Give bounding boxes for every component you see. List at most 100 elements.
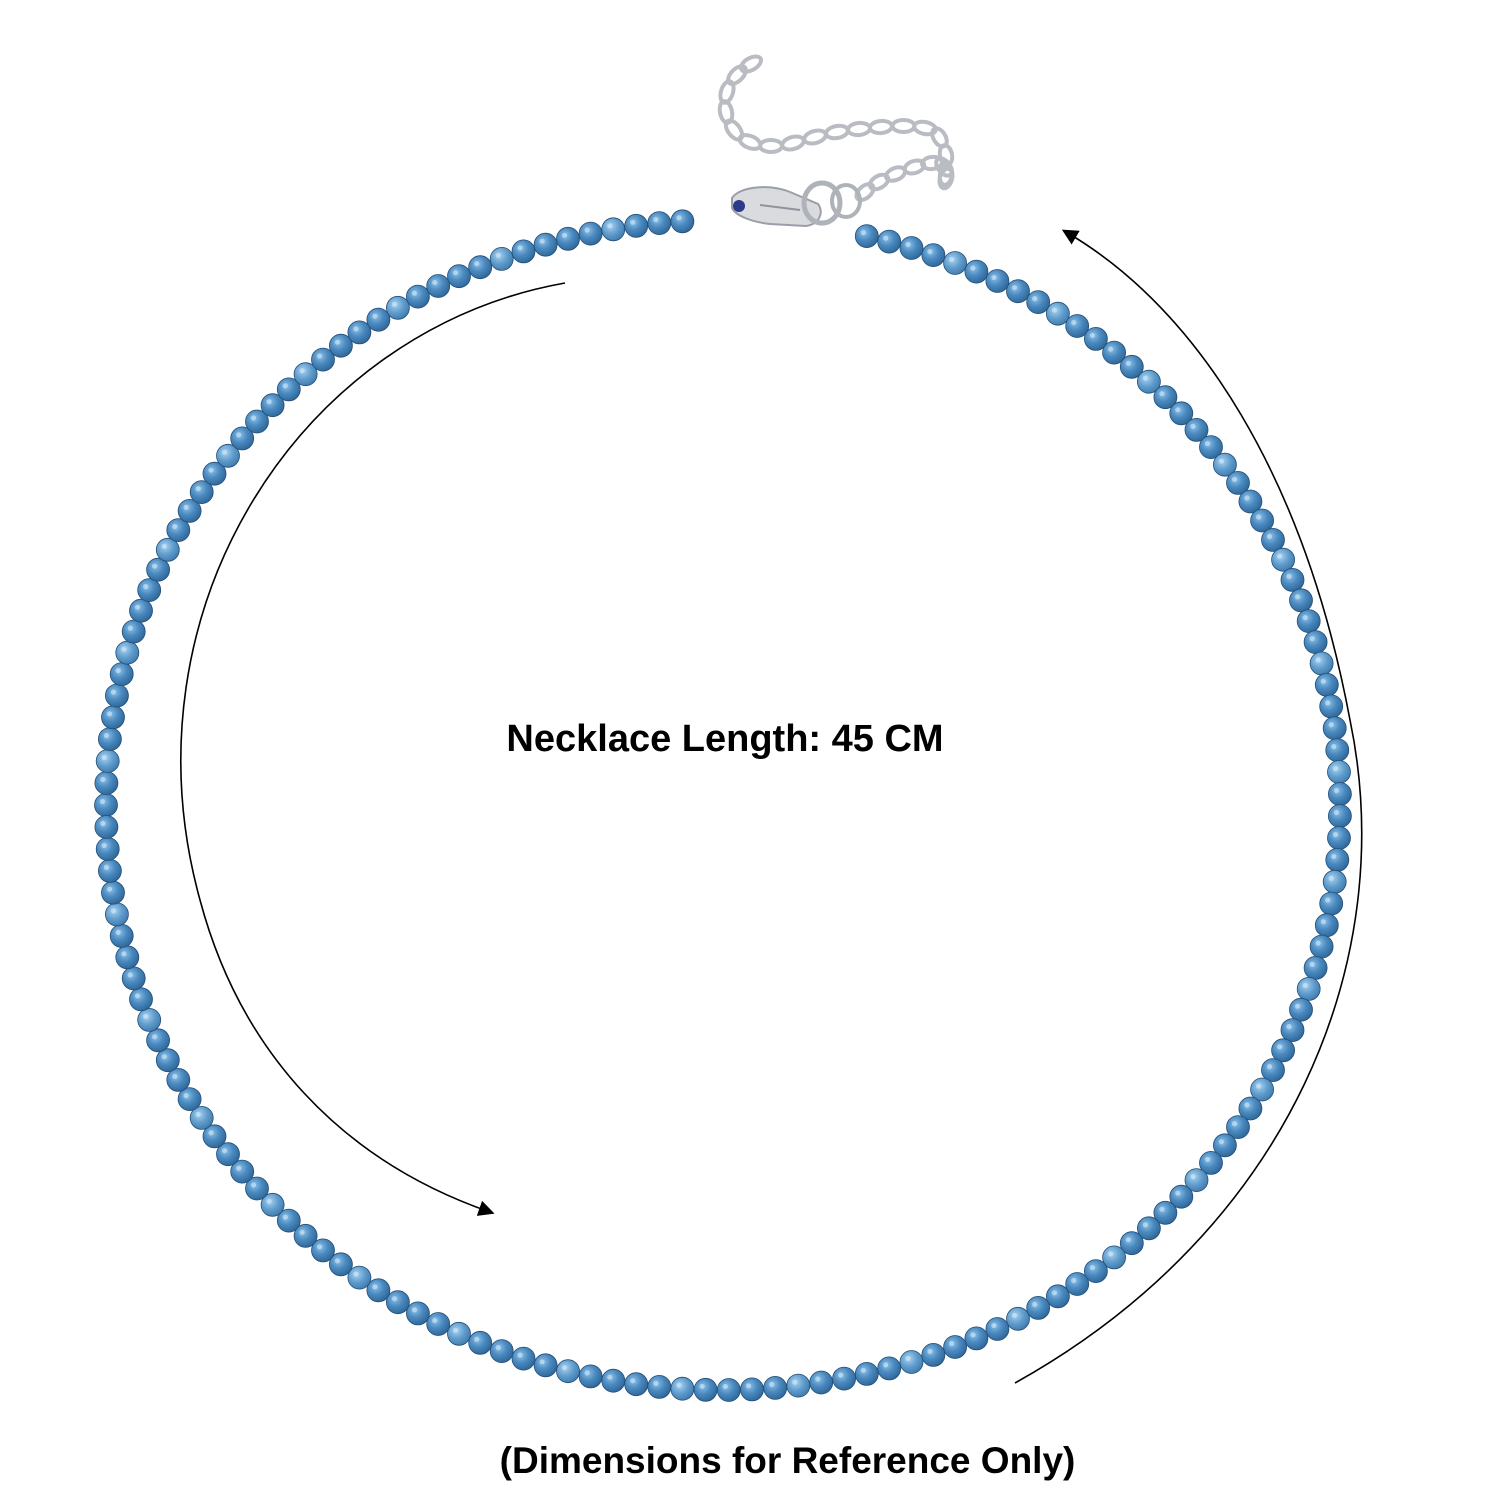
bead-highlight	[1108, 1251, 1114, 1257]
bead	[1328, 782, 1352, 806]
bead-highlight	[411, 1307, 417, 1313]
bead	[468, 255, 493, 280]
bead	[877, 229, 902, 254]
bead-highlight	[1309, 636, 1315, 642]
chain-link	[738, 54, 764, 74]
bead-highlight	[860, 230, 866, 236]
bead-highlight	[1071, 319, 1077, 326]
bead	[1261, 528, 1285, 552]
bead-highlight	[1328, 722, 1334, 728]
bead	[489, 1339, 514, 1363]
bead-highlight	[143, 1013, 149, 1020]
bead	[854, 1362, 879, 1386]
bead-highlight	[517, 1352, 523, 1358]
bead	[740, 1377, 764, 1402]
bead-highlight	[161, 1054, 167, 1060]
bead	[877, 1356, 902, 1381]
bead	[115, 945, 140, 970]
bead-highlight	[860, 1367, 866, 1373]
bead-highlight	[474, 261, 480, 267]
bead	[101, 880, 125, 905]
bead-highlight	[134, 604, 141, 610]
chain-link	[912, 119, 938, 137]
bead	[1006, 1306, 1030, 1331]
bead	[601, 217, 626, 242]
bead-highlight	[1231, 1121, 1238, 1127]
bead	[1137, 369, 1161, 394]
bead-highlight	[452, 1327, 459, 1333]
bead-highlight	[432, 279, 438, 286]
chain-link	[802, 128, 828, 146]
bead-highlight	[115, 929, 121, 936]
bead-highlight	[561, 232, 568, 238]
bead	[1213, 452, 1237, 477]
bead	[146, 1028, 171, 1053]
bead	[1327, 760, 1351, 784]
bead-highlight	[517, 245, 523, 251]
bead	[1169, 401, 1194, 426]
bead	[137, 578, 162, 602]
bead	[1184, 1168, 1209, 1192]
bead	[1280, 568, 1305, 592]
bead-highlight	[630, 219, 636, 225]
bead	[366, 307, 391, 332]
bead-highlight	[183, 504, 189, 510]
bead	[216, 443, 240, 468]
bead-highlight	[1325, 897, 1331, 903]
bead-highlight	[143, 584, 149, 590]
bead-highlight	[282, 383, 288, 389]
bead	[1327, 826, 1351, 850]
bead	[1153, 1200, 1178, 1225]
bead-highlight	[495, 252, 501, 258]
bead-highlight	[299, 368, 305, 374]
bead	[177, 1087, 202, 1111]
bead	[1319, 694, 1344, 719]
bead-highlight	[905, 1355, 911, 1362]
bead-highlight	[1204, 1156, 1211, 1162]
bead-highlight	[1294, 1003, 1301, 1009]
bead-highlight	[1294, 594, 1301, 600]
bead-highlight	[792, 1379, 798, 1385]
bead	[202, 461, 227, 486]
bead-highlight	[1071, 1277, 1077, 1284]
bead-highlight	[699, 1383, 705, 1389]
necklace-beads	[94, 209, 1352, 1402]
bead	[1184, 417, 1209, 442]
bead-highlight	[391, 1296, 397, 1302]
bead-highlight	[653, 1380, 659, 1386]
bead-highlight	[1331, 744, 1337, 750]
bead	[533, 232, 558, 257]
bead-highlight	[208, 467, 214, 473]
bead-highlight	[221, 449, 228, 455]
bead	[1119, 1231, 1144, 1256]
bead-highlight	[1125, 360, 1131, 366]
bead	[366, 1278, 391, 1303]
bead	[1199, 435, 1223, 460]
bead-highlight	[127, 625, 133, 631]
bead-highlight	[1277, 1044, 1283, 1050]
bead-highlight	[236, 432, 242, 438]
bead	[216, 1142, 240, 1167]
bead-highlight	[121, 646, 127, 652]
bead-highlight	[432, 1317, 438, 1324]
bead	[177, 498, 202, 523]
bead-highlight	[991, 274, 997, 281]
bead-highlight	[584, 1370, 590, 1376]
bead	[1296, 977, 1321, 1001]
bead	[670, 209, 695, 234]
chain-link	[854, 182, 876, 202]
bead	[964, 259, 989, 284]
bead	[1119, 354, 1144, 379]
bead-highlight	[134, 993, 141, 999]
bead-highlight	[1218, 1139, 1224, 1145]
bead	[129, 598, 153, 623]
bead	[385, 1290, 410, 1315]
bead	[1226, 470, 1250, 495]
bead	[293, 1223, 318, 1248]
bead	[95, 837, 120, 861]
bead-highlight	[1331, 853, 1337, 860]
bead-highlight	[607, 223, 613, 229]
bead-highlight	[1108, 346, 1114, 352]
bead-highlight	[452, 270, 459, 276]
bead	[109, 662, 134, 686]
